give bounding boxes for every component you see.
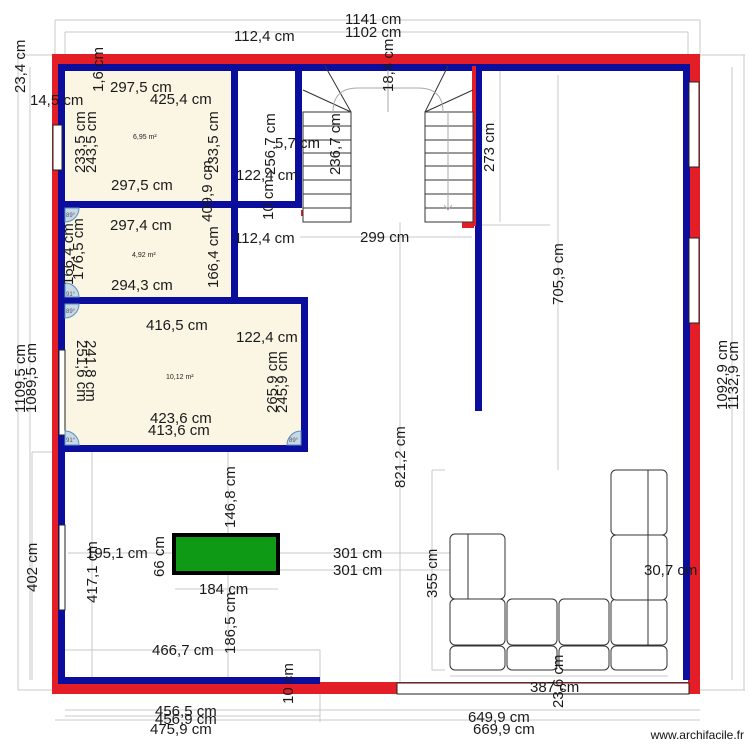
room-2[interactable] (65, 208, 231, 297)
dim-label: 166,4 cm (60, 223, 77, 285)
dim-label: 297,4 cm (110, 217, 172, 234)
dim-label: 245,9 cm (274, 351, 291, 413)
room-area-2: 4,92 m² (132, 252, 156, 259)
dim-label: 425,4 cm (150, 91, 212, 108)
windows (52, 81, 700, 695)
sofa[interactable] (449, 469, 668, 671)
angle-label: 89° (66, 213, 76, 219)
dim-label: 1,6 cm (90, 47, 107, 92)
dim-label: 256,7 cm (262, 113, 279, 175)
watermark: www.archifacile.fr (650, 728, 744, 742)
dim-label: 423,6 cm (150, 410, 212, 427)
dim-label: 241,8 cm (82, 340, 99, 402)
dim-label: 475,9 cm (150, 721, 212, 738)
dim-label: 10 cm (280, 663, 297, 704)
door-angles: 89° 91° 89° 91° 89° (64, 207, 302, 446)
dim-label: 1102 cm (345, 24, 401, 41)
angle-label: 91° (66, 292, 76, 298)
dim-label: 30,7 cm (644, 562, 697, 579)
dim-label: 1141 cm (345, 11, 401, 28)
dim-label: 5,7 cm (275, 135, 320, 152)
dim-label: 14,5 cm (30, 92, 83, 109)
dim-label: 236,7 cm (327, 113, 344, 175)
dim-label: 669,9 cm (473, 721, 535, 738)
dim-label: 466,7 cm (152, 642, 214, 659)
angle-label: 89° (66, 309, 76, 315)
dim-label: 122,4 cm (236, 329, 298, 346)
dimension-lines (17, 19, 745, 722)
window (52, 124, 63, 171)
dim-label: 297,5 cm (111, 177, 173, 194)
dim-label: 301 cm (333, 562, 382, 579)
table[interactable] (172, 533, 280, 575)
window (58, 524, 66, 611)
dim-label: 301 cm (333, 545, 382, 562)
dimension-labels: 1141 cm 1102 cm 112,4 cm 297,5 cm 425,4 … (30, 11, 697, 738)
dim-label: 355 cm (424, 549, 441, 598)
dim-label: 233,5 cm (205, 111, 222, 173)
dim-label: 243,5 cm (83, 111, 100, 173)
dim-label: 402 cm (24, 543, 41, 592)
dim-label: 265,9 cm (264, 351, 281, 413)
angle-label: 91° (66, 438, 76, 444)
dim-label: 1092,9 cm (714, 340, 731, 410)
room-area-1: 6,95 m² (133, 134, 157, 141)
dim-label: 409,9 cm (199, 160, 216, 222)
window (688, 81, 700, 168)
vertical-dimension-labels: 23,4 cm 1,6 cm 18,4 cm 233,5 cm 243,5 cm… (12, 39, 742, 708)
dim-label: 649,9 cm (468, 709, 530, 726)
dim-label: 1109,5 cm (12, 344, 29, 413)
dim-label: 10 cm (260, 179, 277, 220)
dim-label: 1132,9 cm (725, 341, 742, 410)
bay-window (396, 682, 690, 695)
room-1[interactable] (65, 71, 231, 201)
dim-label: 821,2 cm (392, 426, 409, 488)
dim-label: 66 cm (151, 536, 168, 577)
room-area-3: 10,12 m² (166, 374, 194, 381)
rooms (65, 71, 301, 445)
dim-label: 456,9 cm (155, 711, 217, 728)
dim-label: 112,4 cm (234, 28, 295, 45)
angle-label: 89° (289, 438, 299, 444)
window (58, 349, 66, 436)
dim-label: 18,4 cm (380, 39, 397, 92)
dim-label: 251,6 cm (73, 340, 90, 402)
staircase[interactable] (301, 65, 476, 228)
dim-label: 273 cm (481, 123, 498, 172)
dim-label: 195,1 cm (86, 545, 148, 562)
dim-label: 297,5 cm (110, 79, 172, 96)
dim-label: 413,6 cm (148, 422, 210, 439)
dim-label: 233,5 cm (72, 111, 89, 173)
dim-label: 166,4 cm (205, 226, 222, 288)
dim-label: 122,4 cm (236, 167, 298, 184)
dim-label: 416,5 cm (146, 317, 208, 334)
dim-label: 112,4 cm (234, 230, 295, 247)
dim-label: 23,4 cm (12, 40, 29, 93)
dim-label: 456,5 cm (155, 703, 217, 720)
window (688, 237, 700, 324)
dim-label: 186,5 cm (222, 592, 239, 654)
dim-label: 1089,5 cm (23, 343, 40, 413)
room-3[interactable] (65, 304, 301, 445)
dim-label: 705,9 cm (550, 243, 567, 305)
dim-label: 146,8 cm (222, 466, 239, 528)
dim-label: 176,5 cm (70, 218, 87, 280)
dim-label: 184 cm (199, 581, 248, 598)
dim-label: 299 cm (360, 229, 409, 246)
dim-label: 417,1 cm (84, 541, 101, 603)
dim-label: 387 cm (530, 679, 579, 696)
dim-label: 23,6 cm (550, 655, 567, 708)
dim-label: 294,3 cm (111, 277, 173, 294)
